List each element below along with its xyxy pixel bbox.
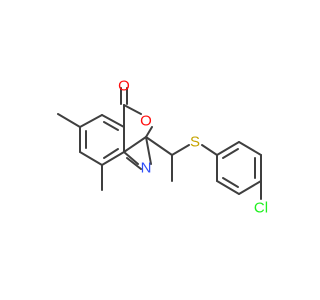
bond <box>123 136 147 153</box>
bond <box>145 136 173 156</box>
bond <box>145 136 152 165</box>
bond <box>123 104 142 115</box>
bond <box>101 151 125 166</box>
bond <box>101 114 125 128</box>
bond <box>79 151 103 166</box>
sulfur-atom: S <box>190 134 200 151</box>
ring-nitrogen-label: N <box>141 160 152 177</box>
bond <box>216 180 240 195</box>
bond-layer <box>57 87 262 200</box>
bond <box>238 141 262 156</box>
bond <box>57 113 81 128</box>
bond <box>103 121 119 131</box>
molecule-structure: O O N S Cl <box>57 78 268 217</box>
carbonyl-oxygen-atom: O <box>118 78 130 95</box>
ring-oxygen-label: O <box>140 113 152 130</box>
chlorine-atom: Cl <box>254 200 268 217</box>
chlorine-label: Cl <box>254 200 268 217</box>
bond <box>103 148 119 159</box>
bond <box>222 148 239 159</box>
sulfur-label: S <box>190 134 200 151</box>
bond <box>126 157 142 170</box>
bond <box>171 144 190 156</box>
bond <box>123 151 139 165</box>
bond <box>222 177 239 188</box>
ring-nitrogen-atom: N <box>141 160 152 177</box>
bond <box>201 144 218 156</box>
atom-label-layer: O O N S Cl <box>118 78 268 217</box>
bond <box>145 126 153 138</box>
ring-oxygen-atom: O <box>140 113 152 130</box>
bond <box>216 141 240 156</box>
bond <box>79 114 103 128</box>
bond <box>238 180 262 195</box>
molecule-canvas: O O N S Cl <box>57 77 269 217</box>
carbonyl-oxygen-label: O <box>118 78 130 95</box>
